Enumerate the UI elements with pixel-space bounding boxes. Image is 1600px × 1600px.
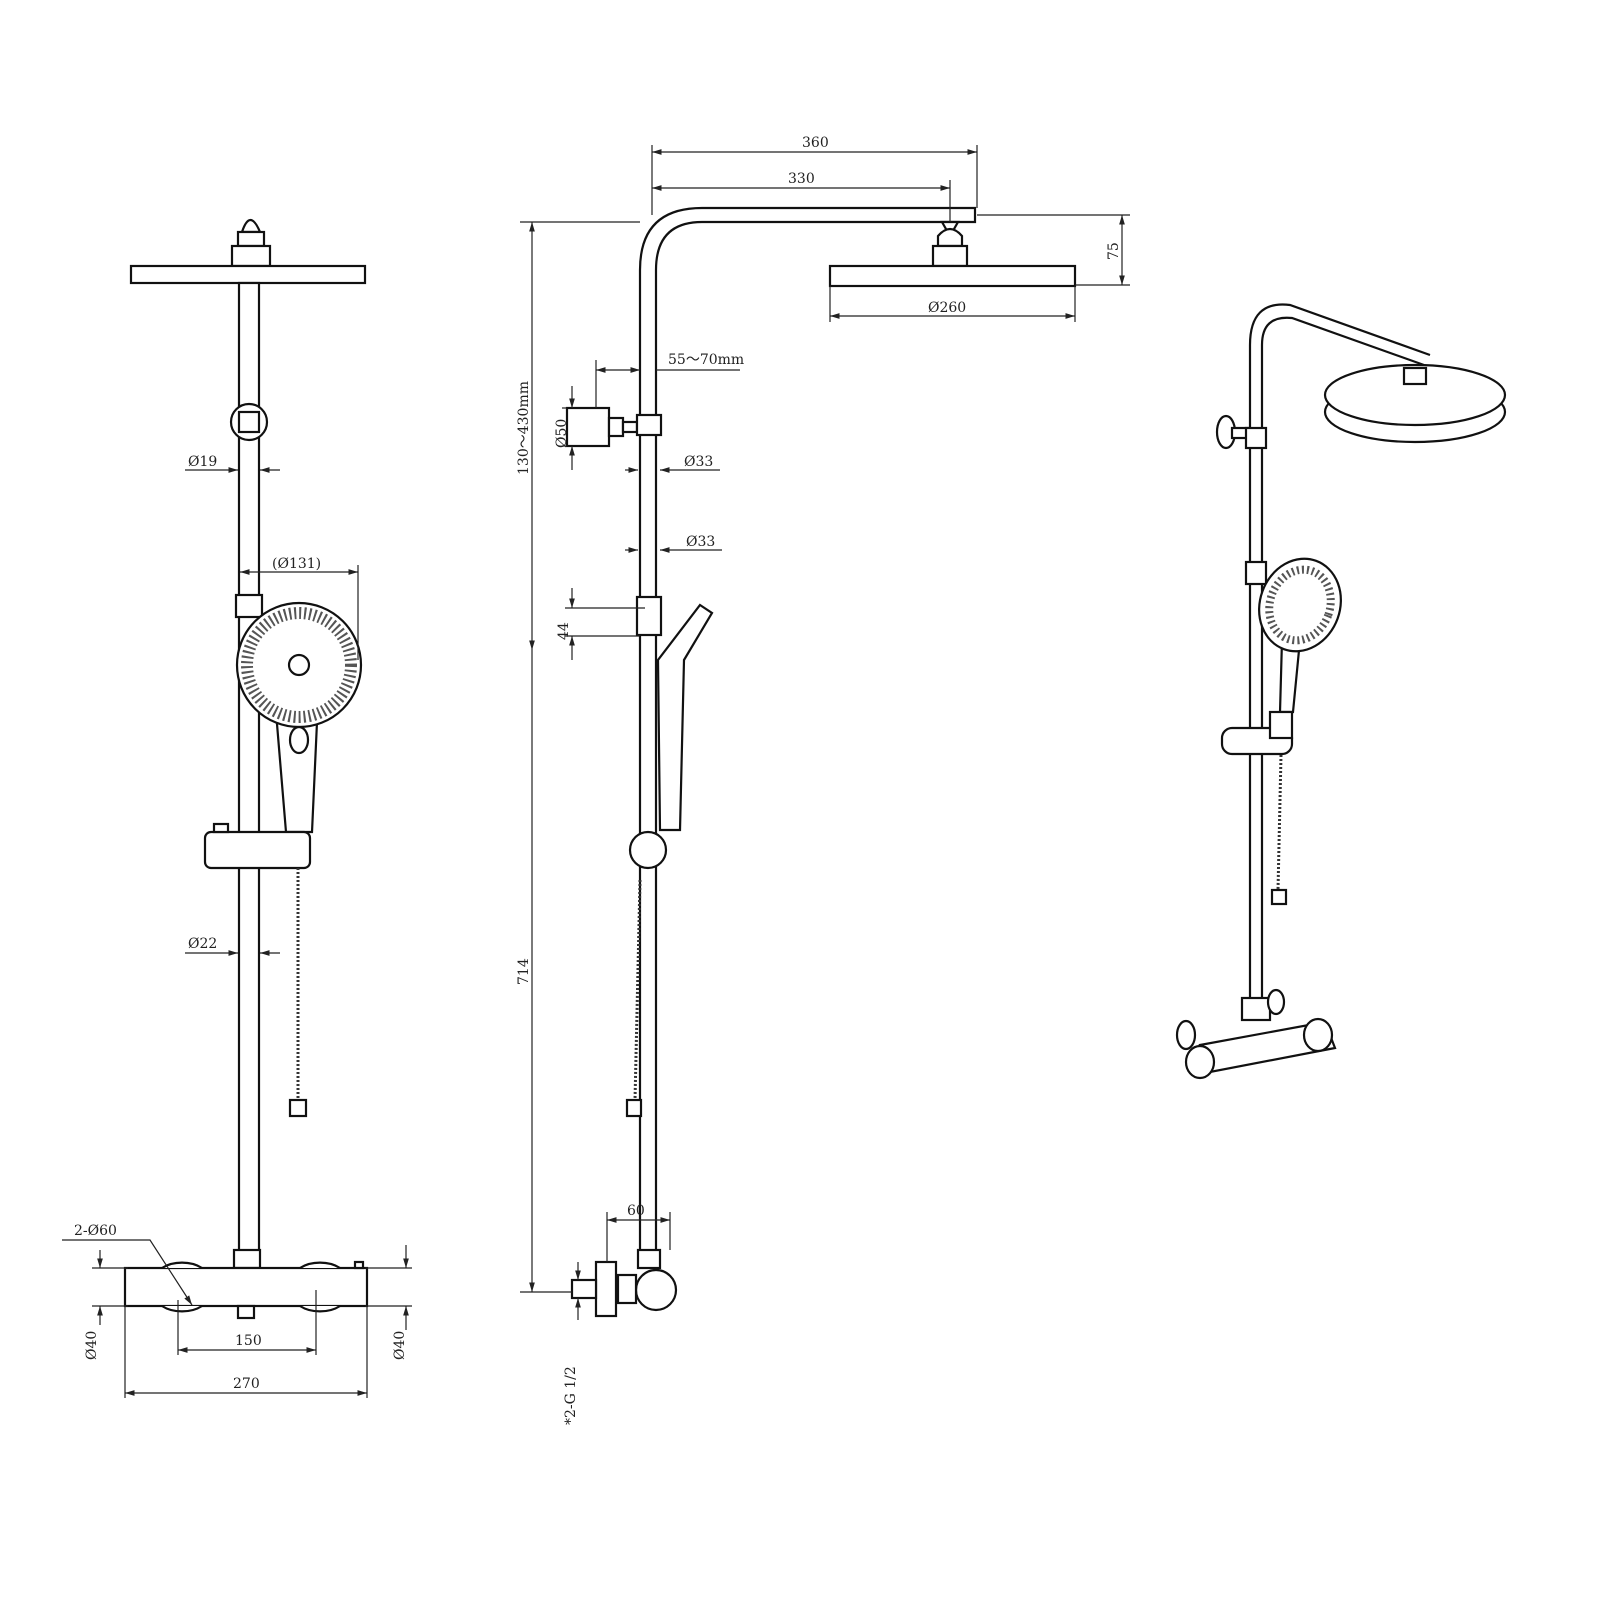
side-view: 360 330 75 Ø260 55～70mm Ø50 Ø33 — [516, 135, 1130, 1425]
side-rail-clamp — [635, 595, 663, 637]
side-dimensions: 360 330 75 Ø260 55～70mm Ø50 Ø33 — [516, 135, 1130, 1425]
perspective-view — [1175, 303, 1507, 1080]
side-rain-head — [828, 220, 1077, 288]
persp-clamp-lower — [1244, 560, 1268, 586]
persp-clamp-upper — [1244, 426, 1268, 450]
front-dimensions: Ø19 (Ø131) Ø22 2-Ø60 Ø40 Ø40 150 — [62, 454, 412, 1398]
wall-bracket — [229, 402, 269, 442]
dim-rail-height: 714 — [516, 958, 532, 985]
dim-inlet-thread: *2-G 1/2 — [563, 1366, 579, 1425]
overhead-arm — [638, 206, 977, 1250]
dim-valve-offset: 60 — [627, 1203, 645, 1219]
persp-arm — [1248, 303, 1431, 1010]
side-hose-nut — [625, 1098, 643, 1118]
dim-bracket-diameter: Ø50 — [554, 419, 570, 448]
side-slider — [628, 830, 668, 870]
dim-handshower-diameter: (Ø131) — [272, 556, 321, 572]
dim-head-drop: 75 — [1106, 242, 1122, 260]
front-view: Ø19 (Ø131) Ø22 2-Ø60 Ø40 Ø40 150 — [62, 218, 412, 1398]
thermostatic-valve — [123, 1248, 369, 1320]
dim-lower-rail-diameter: Ø22 — [188, 936, 217, 952]
side-wall-bracket — [565, 406, 663, 448]
dim-arm-length-outer: 360 — [802, 135, 829, 151]
dim-clamp-diameter-upper: Ø33 — [684, 454, 713, 470]
persp-slider — [1220, 710, 1294, 756]
hose-nut — [288, 1098, 308, 1118]
persp-rain-head — [1323, 363, 1507, 444]
dim-body-width: 270 — [233, 1376, 260, 1392]
dim-body-height-right: Ø40 — [392, 1331, 408, 1360]
dim-knob-diameter: 2-Ø60 — [74, 1223, 117, 1239]
persp-valve — [1175, 988, 1337, 1080]
dim-body-height-left: Ø40 — [84, 1331, 100, 1360]
dim-wall-offset: 55～70mm — [668, 352, 744, 368]
persp-hose-nut — [1270, 888, 1288, 906]
slider — [203, 822, 312, 870]
dim-adjustable-height: 130～430mm — [516, 381, 532, 475]
side-hand-shower — [656, 603, 714, 832]
side-shower-hose — [633, 879, 642, 1101]
dim-clamp-diameter-lower: Ø33 — [686, 534, 715, 550]
persp-hose — [1276, 754, 1283, 891]
dim-arm-length-inner: 330 — [788, 171, 815, 187]
rain-shower-head — [129, 218, 367, 285]
dim-inlet-spacing: 150 — [235, 1333, 262, 1349]
dim-rail-diameter: Ø19 — [188, 454, 217, 470]
persp-wall-bracket — [1215, 414, 1250, 450]
rail-clamp — [234, 593, 264, 619]
side-valve — [570, 1248, 678, 1318]
dim-clamp-height: 44 — [556, 622, 572, 640]
dim-head-diameter: Ø260 — [928, 300, 966, 316]
hand-shower — [235, 601, 363, 834]
